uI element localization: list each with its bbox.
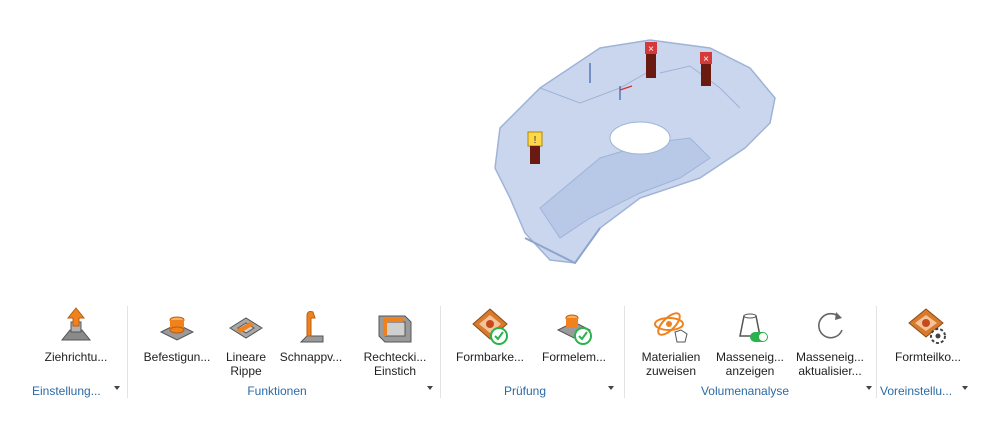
group-label-funktionen: Funktionen <box>247 384 307 398</box>
boss-label: Befestigun... <box>143 350 211 364</box>
moldability-check-button[interactable]: Formbarke... <box>450 298 530 380</box>
group-separator <box>127 306 128 398</box>
svg-text:×: × <box>648 44 654 55</box>
assign-materials-icon <box>654 312 688 343</box>
group-label-voreinstellungen: Voreinstellu... <box>880 384 953 398</box>
draw-direction-button[interactable]: Ziehrichtu... <box>36 298 116 380</box>
group-pruefung: Formbarke... Formelem... Prüfung <box>446 298 618 406</box>
moldability-check-icon <box>472 308 508 345</box>
feature-check-button[interactable]: Formelem... <box>534 298 614 380</box>
draw-direction-icon <box>60 307 92 341</box>
group-separator <box>624 306 625 398</box>
rectangular-groove-icon <box>378 315 412 343</box>
linear-rib-icon <box>229 317 263 339</box>
group-expand-arrow[interactable] <box>427 386 433 390</box>
group-label-pruefung: Prüfung <box>503 384 547 398</box>
moldability-check-label: Formbarke... <box>455 350 524 364</box>
group-label-einstellungen: Einstellung... <box>32 384 101 398</box>
rectangular-groove-label: Rechtecki...Einstich <box>363 350 427 378</box>
group-label-volumenanalyse: Volumenanalyse <box>700 384 790 398</box>
group-voreinstellungen: Formteilko... Voreinstellu... <box>880 298 976 406</box>
error-badge-icon[interactable]: × <box>700 52 712 86</box>
update-mass-properties-button[interactable]: Masseneig...aktualisier... <box>790 298 870 380</box>
show-mass-properties-button[interactable]: Masseneig...anzeigen <box>712 298 788 380</box>
rectangular-groove-button[interactable]: Rechtecki...Einstich <box>358 298 432 380</box>
group-einstellungen: Ziehrichtu... Einstellung... <box>28 298 123 406</box>
boss-icon <box>159 316 195 341</box>
group-separator <box>440 306 441 398</box>
molded-part-settings-button[interactable]: Formteilko... <box>884 298 972 380</box>
error-badge-icon[interactable]: × <box>645 42 657 78</box>
svg-text:×: × <box>703 54 709 65</box>
group-expand-arrow[interactable] <box>866 386 872 390</box>
show-mass-properties-icon <box>739 313 768 342</box>
group-expand-arrow[interactable] <box>608 386 614 390</box>
update-mass-properties-label: Masseneig...aktualisier... <box>795 350 865 378</box>
group-expand-arrow[interactable] <box>114 386 120 390</box>
molded-part-model: ! × × <box>494 39 776 265</box>
show-mass-properties-label: Masseneig...anzeigen <box>715 350 785 378</box>
warning-badge-icon[interactable]: ! <box>527 131 543 164</box>
feature-check-icon <box>556 314 592 345</box>
snap-fit-icon <box>299 311 324 343</box>
svg-text:!: ! <box>534 135 537 146</box>
molded-part-settings-icon <box>908 308 946 344</box>
feature-check-label: Formelem... <box>541 350 606 364</box>
snap-fit-button[interactable]: Schnappv... <box>274 298 348 380</box>
molded-part-settings-label: Formteilko... <box>894 350 961 364</box>
group-expand-arrow[interactable] <box>962 386 968 390</box>
group-separator <box>876 306 877 398</box>
draw-direction-label: Ziehrichtu... <box>44 350 108 364</box>
update-mass-properties-icon <box>818 312 843 339</box>
snap-fit-label: Schnappv... <box>279 350 343 364</box>
3d-viewport[interactable]: ! × × <box>0 0 1006 285</box>
boss-button[interactable]: Befestigun... <box>138 298 216 380</box>
